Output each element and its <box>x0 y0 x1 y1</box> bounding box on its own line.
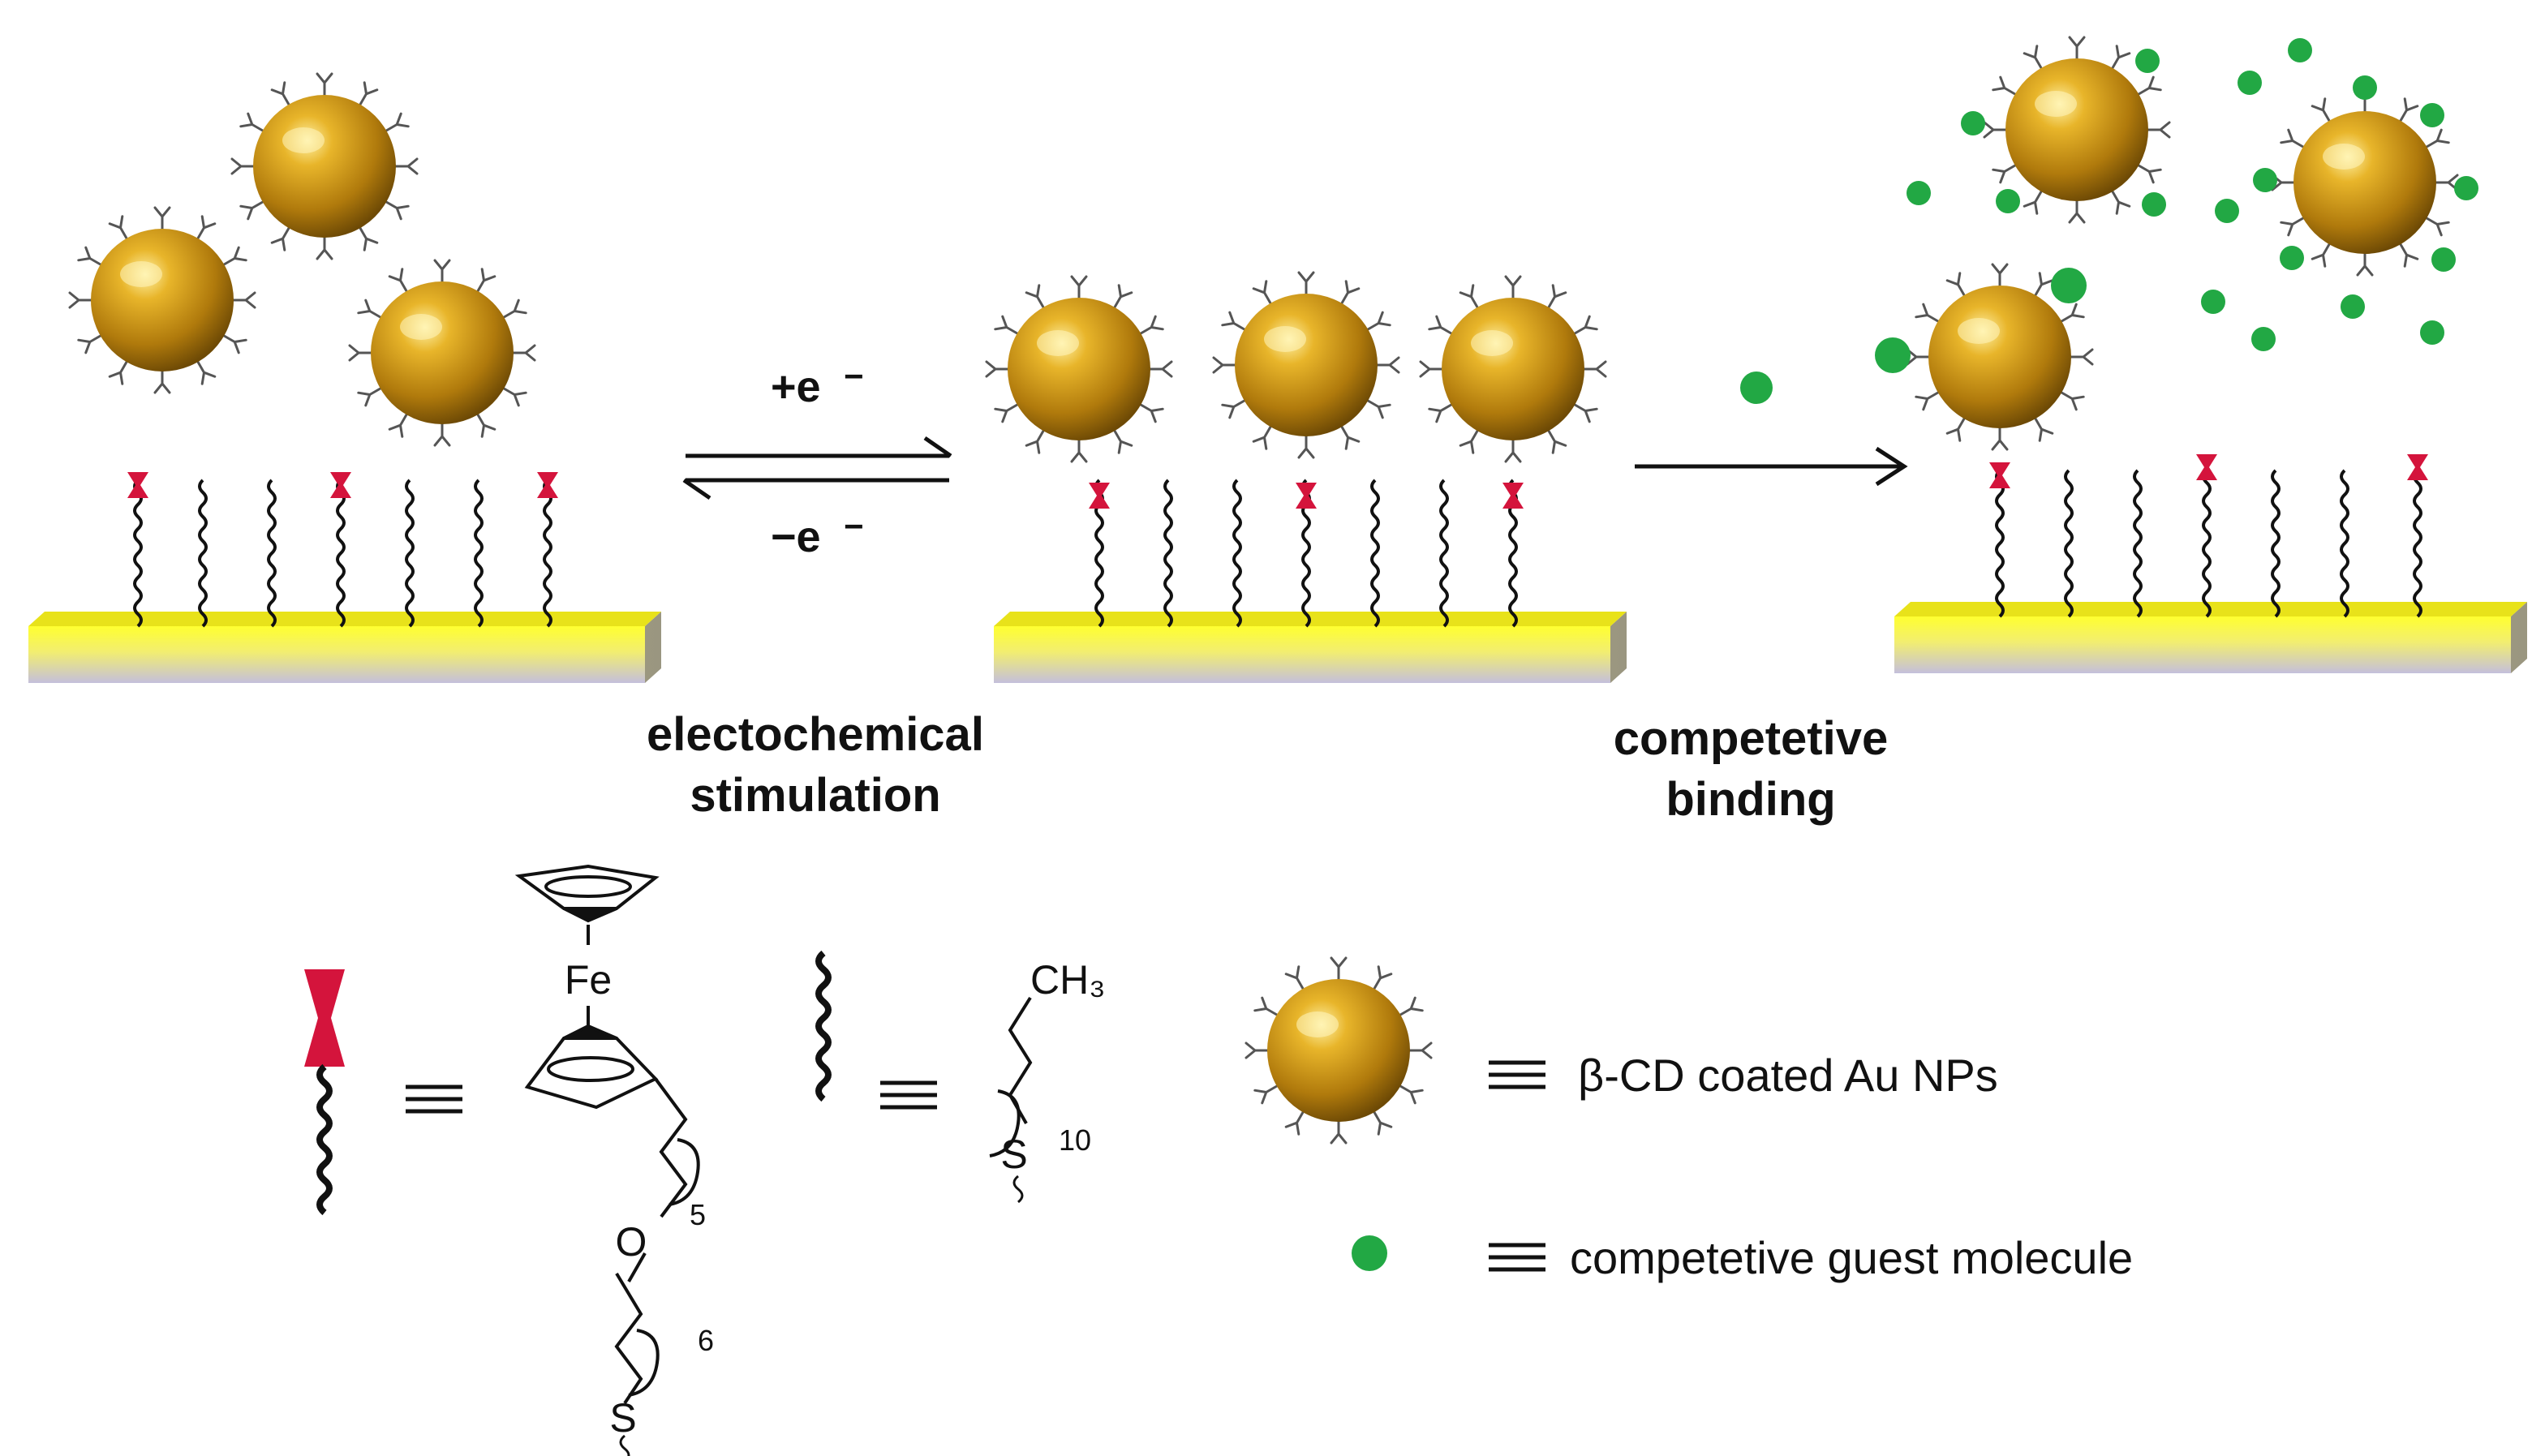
equivalence-sign <box>406 1084 462 1114</box>
bound-nanoparticles <box>987 273 1606 462</box>
panel-bound <box>987 273 1627 683</box>
sulfur-label: S <box>1000 1132 1027 1177</box>
ferrocene-headgroups <box>127 472 558 498</box>
chain-symbol <box>316 1063 333 1216</box>
equivalence-sign <box>1489 1243 1545 1272</box>
np-legend-label: β-CD coated Au NPs <box>1578 1050 1998 1101</box>
panel-initial <box>28 74 661 683</box>
monolayer-chains <box>133 479 552 628</box>
equilibrium-arrows: +e − −e − <box>682 357 952 561</box>
free-nanoparticles <box>70 74 535 445</box>
reduction-sup: − <box>844 357 864 395</box>
panel-released <box>1875 37 2527 673</box>
guest-legend-label: competetive guest molecule <box>1570 1232 2133 1283</box>
legend-guest: competetive guest molecule <box>1352 1232 2133 1283</box>
competitive-arrow <box>1635 446 1908 487</box>
ferrocene-headgroups <box>1089 483 1524 509</box>
alkanethiol-structure <box>989 996 1033 1204</box>
legend-nanoparticle: β-CD coated Au NPs <box>1246 958 1998 1143</box>
step1-label-line2: stimulation <box>690 769 940 822</box>
nanoparticles <box>1907 37 2457 449</box>
oxidation-label: −e <box>771 513 821 561</box>
step1-label-line1: electochemical <box>647 708 984 761</box>
legend-ferrocene-thiol: Fe 5 O 6 S <box>304 864 714 1456</box>
fe-label: Fe <box>565 957 612 1003</box>
guest-molecule <box>1740 372 1773 404</box>
step2-label-line1: competetive <box>1614 712 1888 765</box>
sulfur-label: S <box>609 1395 636 1441</box>
n10-label: 10 <box>1059 1123 1091 1157</box>
guest-molecules <box>1875 38 2478 373</box>
ferrocene-symbol <box>304 969 345 1067</box>
step2-label-line2: binding <box>1666 773 1835 826</box>
ch3-label: CH₃ <box>1030 957 1106 1003</box>
oxidation-sup: − <box>844 507 864 545</box>
monolayer-chains <box>1995 469 2422 618</box>
equivalence-sign <box>1489 1060 1545 1089</box>
legend-alkanethiol: CH₃ 10 S <box>815 950 1106 1204</box>
chain-symbol <box>815 950 832 1102</box>
ferrocene-structure <box>514 864 700 1456</box>
oxygen-label: O <box>616 1219 647 1265</box>
guest-symbol <box>1352 1235 1387 1271</box>
reduction-label: +e <box>771 363 821 411</box>
n6-label: 6 <box>698 1324 714 1357</box>
equivalence-sign <box>880 1080 937 1110</box>
n5-label: 5 <box>690 1198 706 1231</box>
